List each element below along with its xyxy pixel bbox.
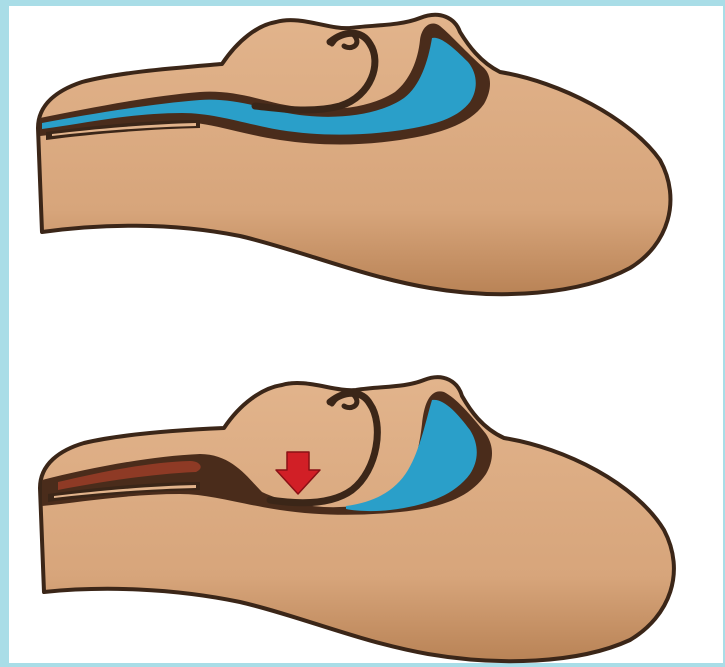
panel-open-airway (38, 15, 670, 294)
head-silhouette (40, 377, 674, 661)
head-silhouette (38, 15, 670, 294)
panel-obstructed-airway (40, 377, 674, 661)
